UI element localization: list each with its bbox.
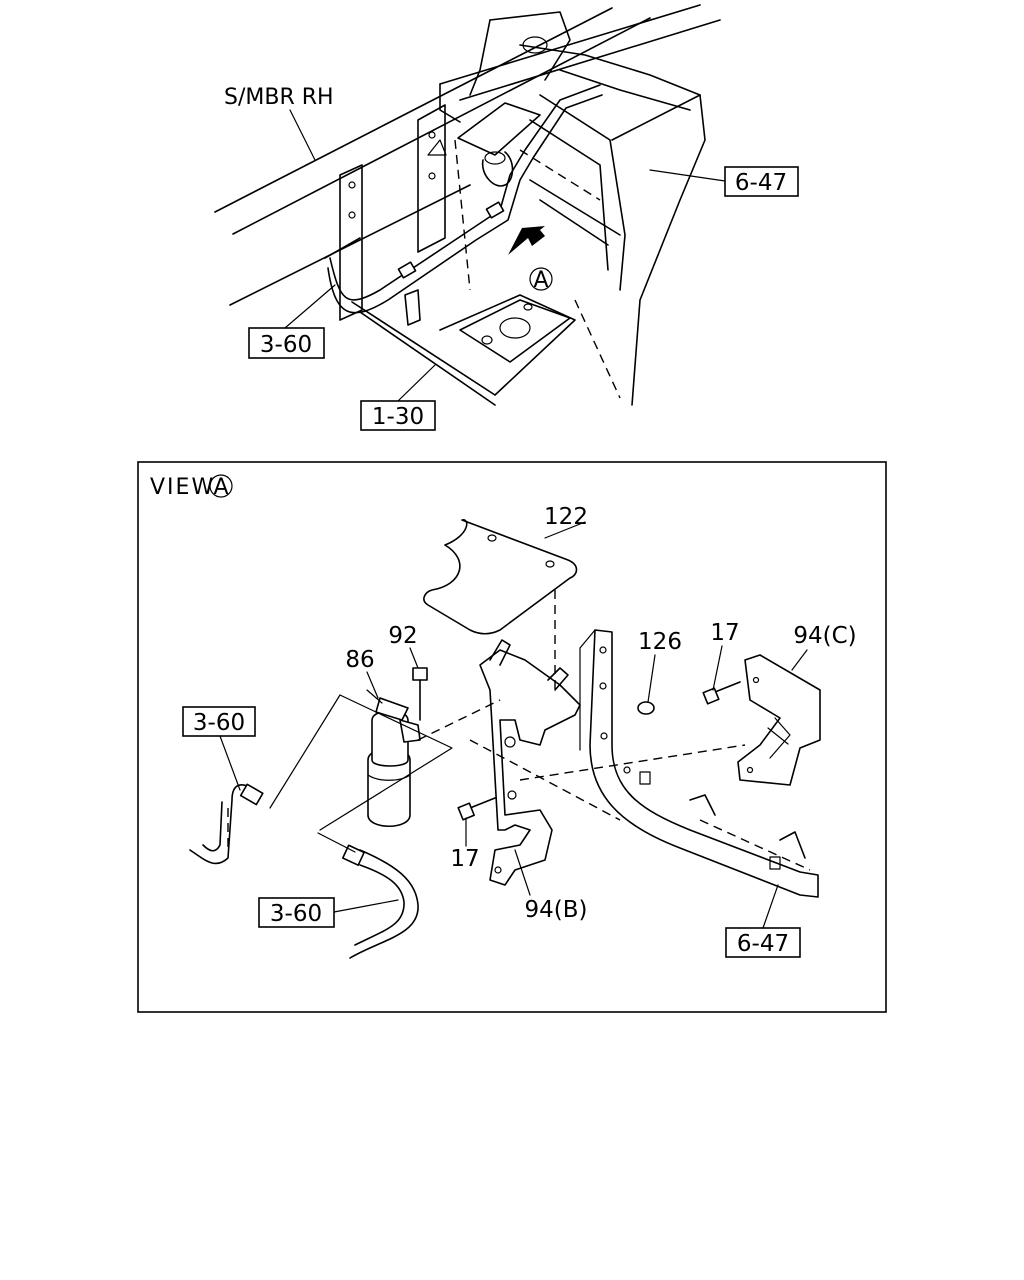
ref-3-60-lower: 3-60 (270, 901, 322, 927)
part-122-label: 122 (544, 504, 588, 530)
view-marker-top: A (533, 268, 548, 293)
side-member-label: S/MBR RH (224, 85, 334, 110)
part-17-lower-label: 17 (450, 846, 479, 872)
ref-3-60-top: 3-60 (260, 332, 312, 358)
part-86-label: 86 (345, 647, 374, 673)
view-title-marker: A (213, 475, 228, 500)
detail-view: VIEW A (137, 461, 887, 1013)
ref-6-47-top: 6-47 (735, 170, 787, 196)
ref-1-30-top: 1-30 (372, 404, 424, 430)
circled-a-icon (209, 474, 233, 498)
view-title: VIEW (150, 475, 215, 500)
bracket-94c (737, 654, 821, 786)
ref-3-60-upper: 3-60 (193, 710, 245, 736)
plate-122 (423, 519, 578, 635)
part-92-label: 92 (388, 623, 417, 649)
overview-drawing: A S/MBR RH 6-47 3-60 1-30 (214, 4, 799, 431)
part-94c-label: 94(C) (793, 623, 856, 649)
detail-frame (137, 461, 887, 1013)
bracket-94b (479, 649, 581, 886)
circled-a-icon (529, 267, 553, 291)
part-94b-label: 94(B) (525, 897, 588, 923)
part-126-label: 126 (638, 629, 682, 655)
bracket-6-47 (589, 629, 819, 898)
view-arrow-icon (508, 226, 545, 255)
hose-upper (189, 784, 256, 865)
ref-6-47-detail: 6-47 (737, 931, 789, 957)
hose-lower (349, 849, 419, 959)
part-17-upper-label: 17 (710, 620, 739, 646)
